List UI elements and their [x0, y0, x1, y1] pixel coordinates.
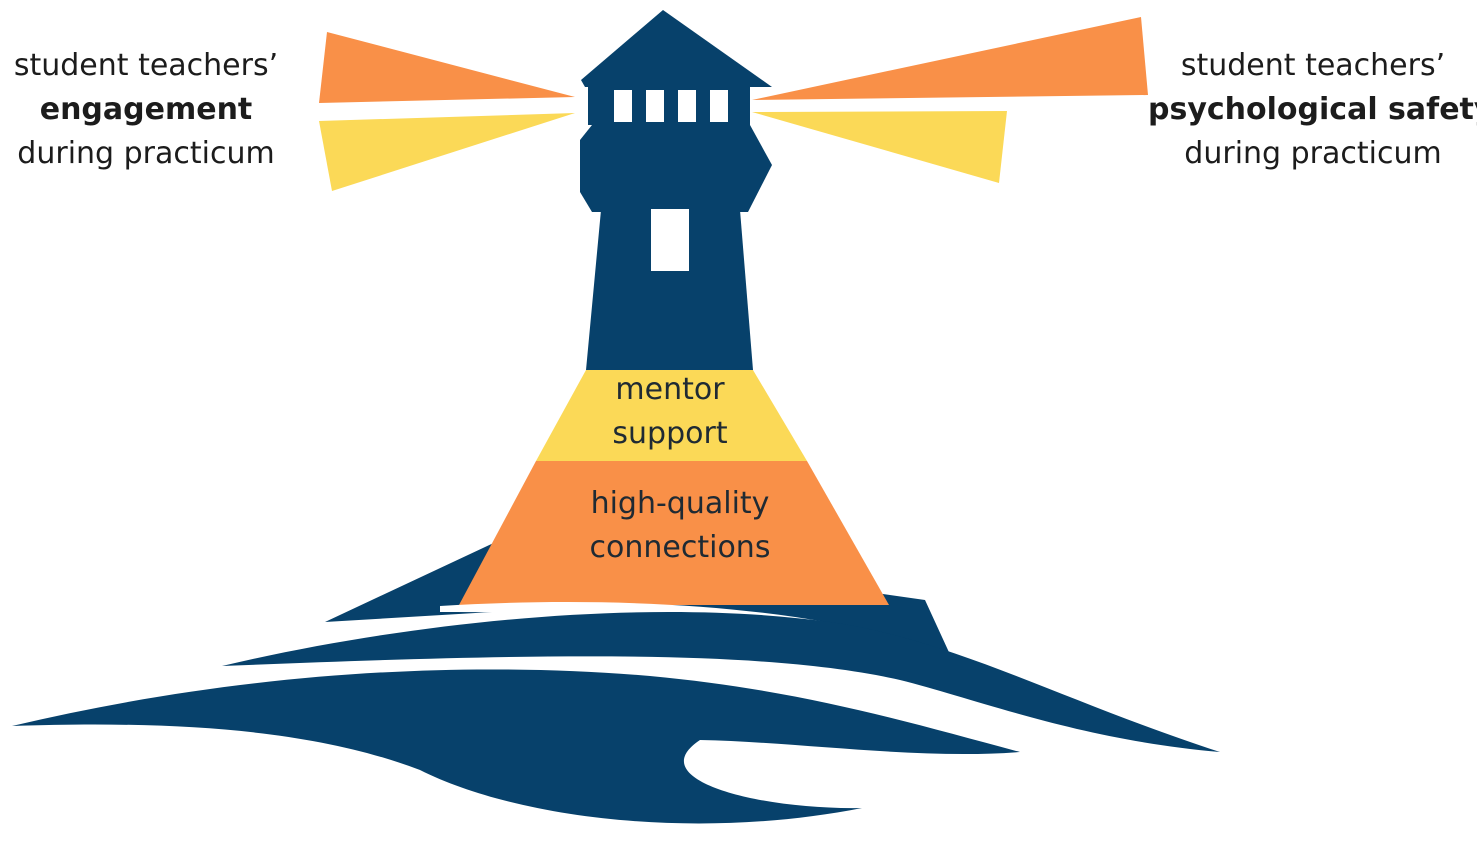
- wave-upper: [222, 611, 1220, 752]
- left-caption-line3: during practicum: [17, 136, 275, 171]
- left-caption-line1: student teachers’: [13, 48, 279, 83]
- lantern-window: [678, 90, 696, 122]
- beam-upper-right: [752, 17, 1148, 100]
- band-mentor-support: [536, 370, 807, 461]
- band-high-quality-connections: [459, 461, 889, 605]
- band-upper-line2: support: [612, 416, 728, 451]
- band-upper-label: mentor support: [540, 368, 800, 456]
- left-caption: student teachers’ engagement during prac…: [0, 44, 292, 176]
- beam-upper-left: [319, 32, 575, 103]
- beam-lower-left: [319, 113, 575, 191]
- band-upper-line1: mentor: [615, 372, 725, 407]
- lighthouse-roof: [581, 10, 772, 87]
- right-caption-line3: during practicum: [1184, 136, 1442, 171]
- right-caption: student teachers’ psychological safety d…: [1148, 44, 1477, 176]
- band-lower-line1: high-quality: [590, 486, 770, 521]
- lantern-window: [646, 90, 664, 122]
- right-caption-keyword: psychological safety: [1148, 92, 1477, 127]
- wave-lower: [12, 669, 1020, 824]
- lighthouse-gallery: [580, 125, 772, 212]
- band-lower-label: high-quality connections: [500, 482, 860, 570]
- left-caption-keyword: engagement: [39, 92, 253, 127]
- lighthouse-tower: [586, 210, 753, 370]
- tower-window: [651, 209, 689, 271]
- lantern-window: [710, 90, 728, 122]
- beam-lower-right: [752, 111, 1007, 183]
- right-caption-line1: student teachers’: [1180, 48, 1446, 83]
- band-lower-line2: connections: [589, 530, 771, 565]
- lantern-window: [614, 90, 632, 122]
